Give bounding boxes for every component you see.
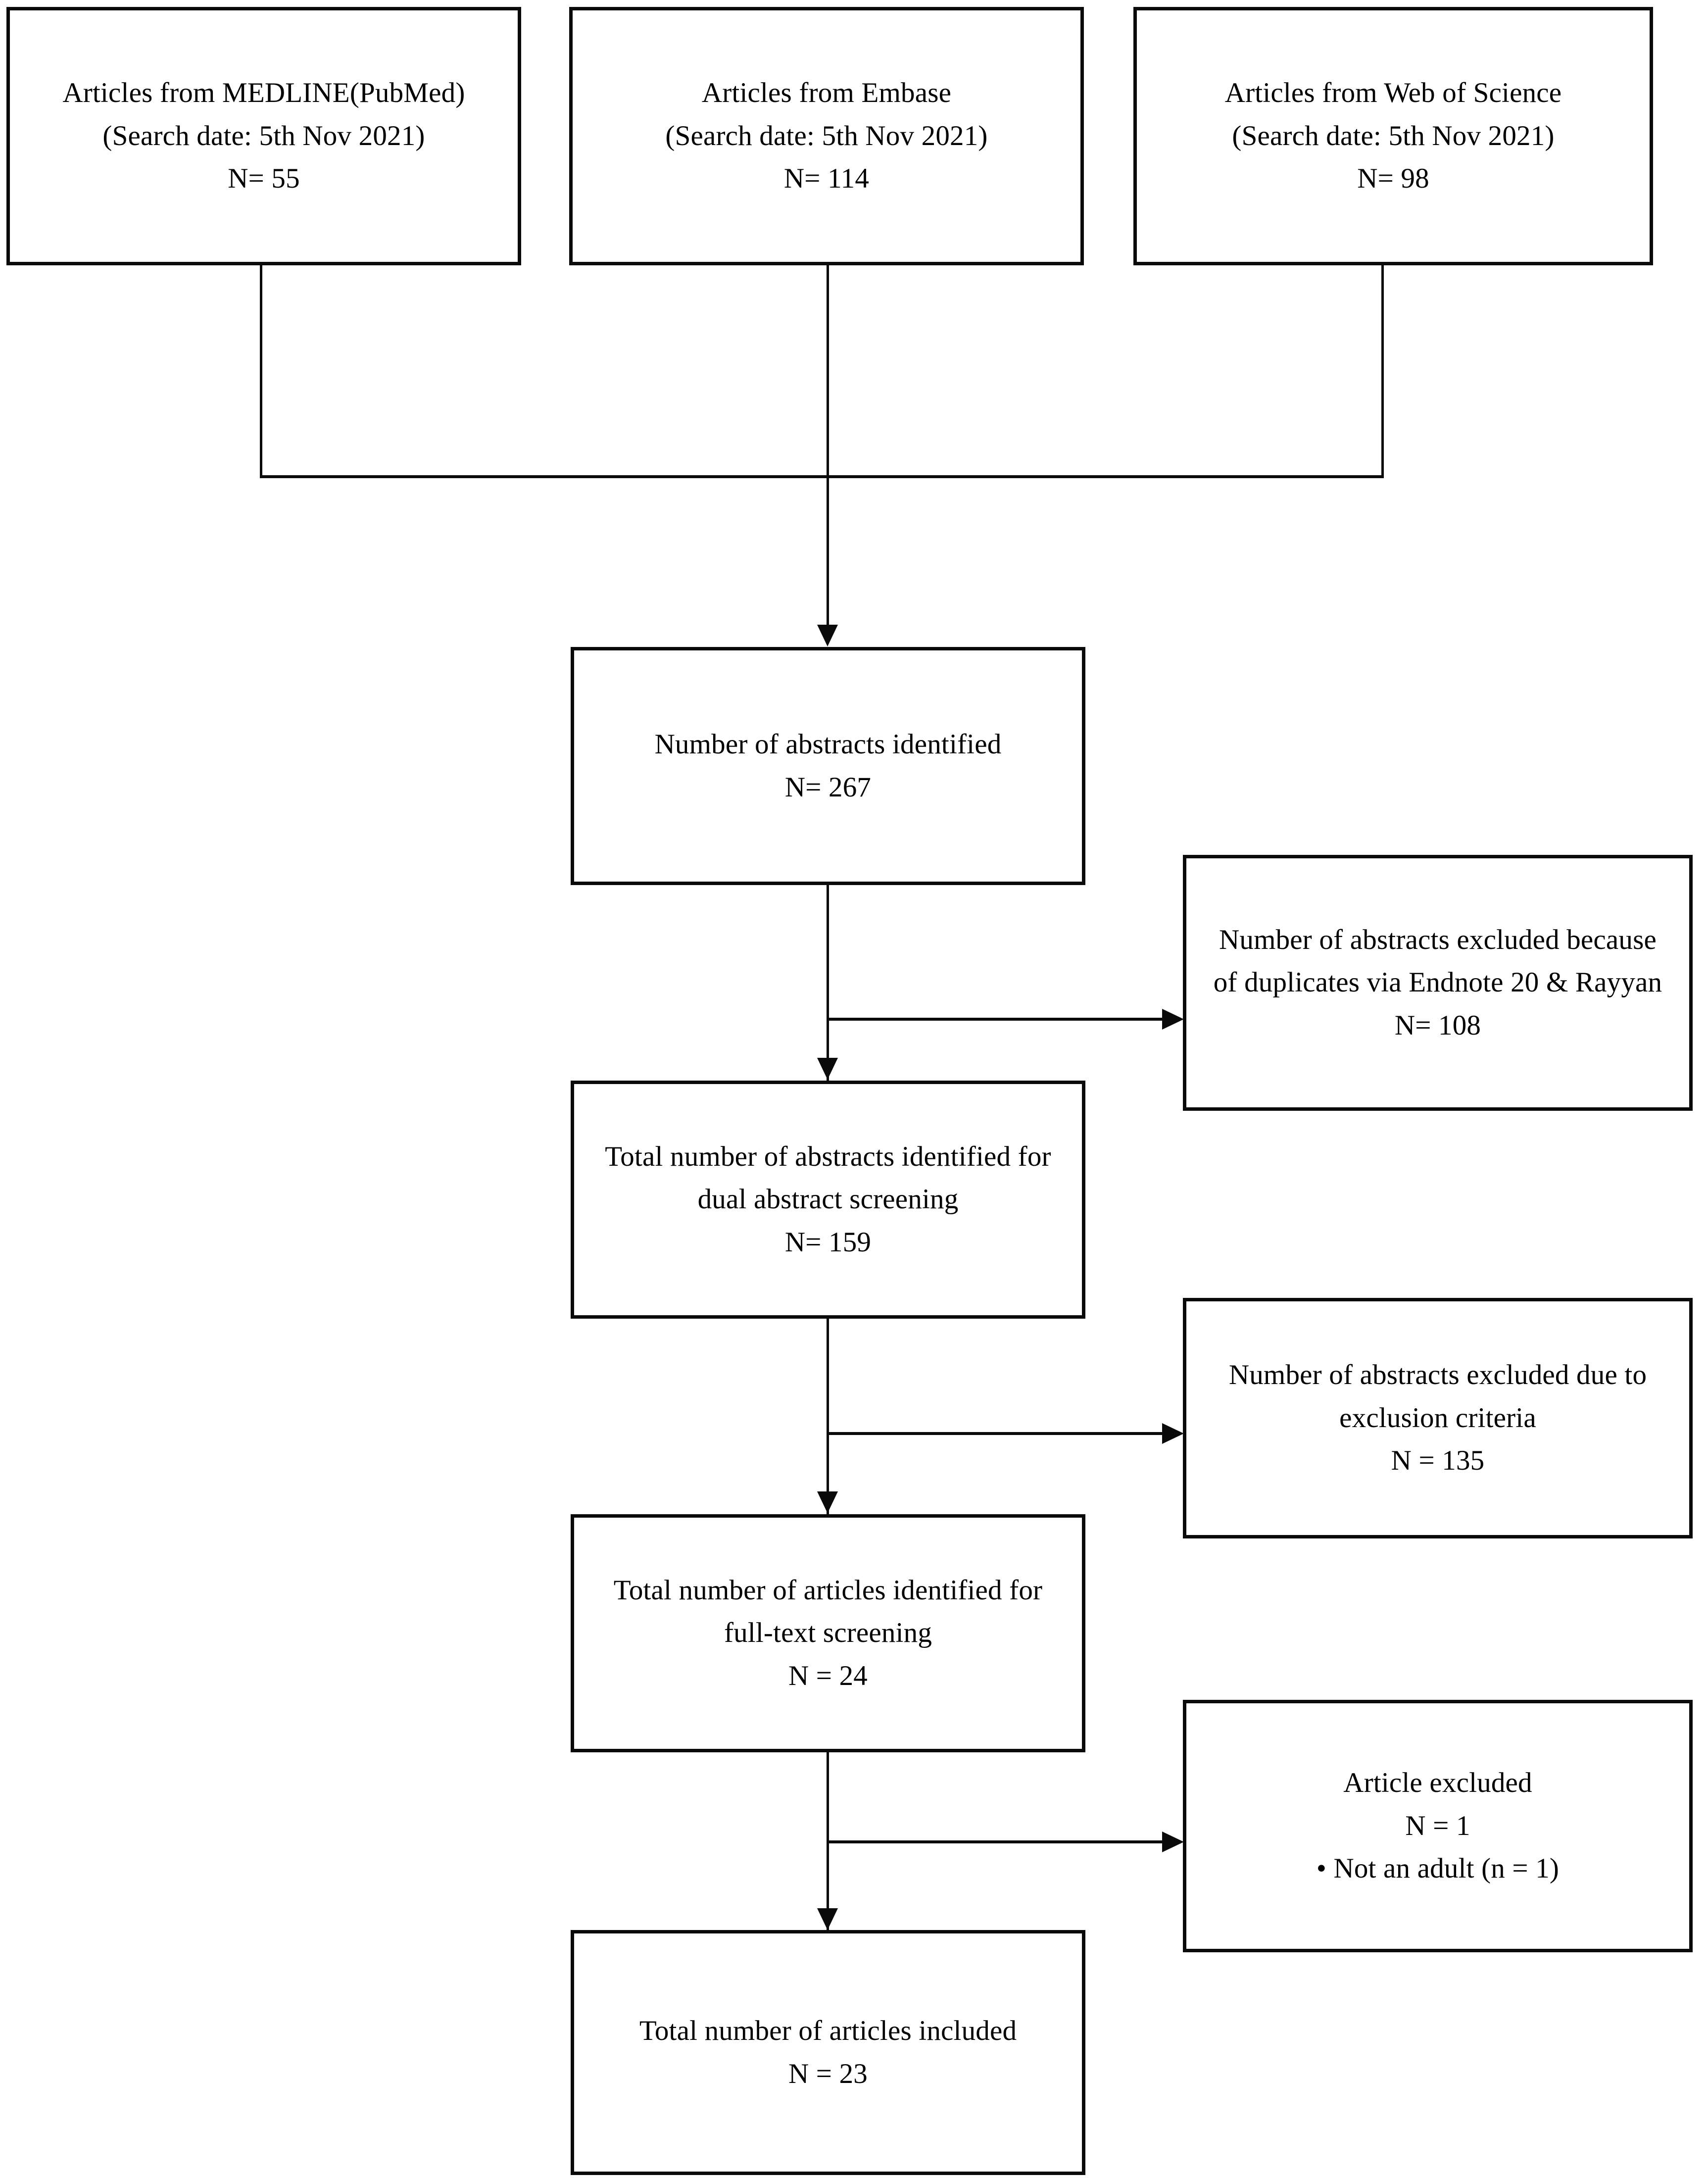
source-wos-line2: (Search date: 5th Nov 2021) bbox=[1232, 120, 1555, 151]
connector-merge-bar bbox=[260, 475, 1384, 478]
source-embase-line1: Articles from Embase bbox=[701, 77, 952, 109]
connector-identified-to-dual-stem bbox=[827, 885, 829, 1081]
exclusion-duplicates-line2: of duplicates via Endnote 20 & Rayyan bbox=[1213, 967, 1662, 998]
arrowhead-to-identified bbox=[817, 625, 838, 646]
source-wos-count: N= 98 bbox=[1357, 163, 1429, 195]
source-box-medline: Articles from MEDLINE(PubMed) (Search da… bbox=[6, 7, 521, 265]
source-embase-count: N= 114 bbox=[783, 163, 870, 195]
arrowhead-to-article-excluded bbox=[1162, 1832, 1184, 1852]
arrowhead-to-included bbox=[817, 1908, 838, 1930]
connector-wos-stem bbox=[1381, 265, 1384, 478]
connector-medline-stem bbox=[260, 265, 262, 478]
stage-included-count: N = 23 bbox=[788, 2058, 868, 2089]
arrowhead-to-fulltext bbox=[817, 1491, 838, 1513]
source-medline-line2: (Search date: 5th Nov 2021) bbox=[102, 120, 425, 151]
exclusion-box-exclusion-criteria: Number of abstracts excluded due to excl… bbox=[1183, 1298, 1693, 1538]
stage-fulltext-count: N = 24 bbox=[788, 1660, 868, 1691]
connector-merge-to-identified bbox=[827, 475, 829, 629]
exclusion-box-duplicates: Number of abstracts excluded because of … bbox=[1183, 855, 1693, 1111]
exclusion-article-count: N = 1 bbox=[1405, 1810, 1470, 1841]
stage-dual-line1: Total number of abstracts identified for bbox=[605, 1140, 1051, 1172]
stage-identified-count: N= 267 bbox=[784, 771, 872, 803]
source-medline-line1: Articles from MEDLINE(PubMed) bbox=[62, 77, 465, 109]
connector-dual-to-fulltext-stem bbox=[827, 1319, 829, 1514]
source-box-web-of-science: Articles from Web of Science (Search dat… bbox=[1133, 7, 1653, 265]
exclusion-criteria-line1: Number of abstracts excluded due to bbox=[1228, 1359, 1647, 1391]
exclusion-article-line1: Article excluded bbox=[1343, 1767, 1532, 1799]
source-box-embase: Articles from Embase (Search date: 5th N… bbox=[569, 7, 1084, 265]
exclusion-criteria-line2: exclusion criteria bbox=[1339, 1402, 1536, 1434]
stage-identified-line1: Number of abstracts identified bbox=[654, 728, 1002, 760]
stage-dual-count: N= 159 bbox=[784, 1226, 872, 1258]
stage-box-dual-abstract-screening: Total number of abstracts identified for… bbox=[571, 1081, 1085, 1319]
stage-box-full-text-screening: Total number of articles identified for … bbox=[571, 1514, 1085, 1752]
stage-box-abstracts-identified: Number of abstracts identified N= 267 bbox=[571, 647, 1085, 885]
stage-fulltext-line2: full-text screening bbox=[724, 1617, 932, 1649]
connector-fulltext-to-included-stem bbox=[827, 1752, 829, 1940]
connector-dual-to-exclusion-criteria bbox=[827, 1432, 1171, 1435]
stage-fulltext-line1: Total number of articles identified for bbox=[613, 1574, 1043, 1606]
connector-embase-stem bbox=[827, 265, 829, 478]
exclusion-duplicates-count: N= 108 bbox=[1394, 1009, 1481, 1041]
exclusion-box-article-excluded: Article excluded N = 1 • Not an adult (n… bbox=[1183, 1700, 1693, 1952]
stage-included-line1: Total number of articles included bbox=[639, 2015, 1017, 2046]
exclusion-article-reason: • Not an adult (n = 1) bbox=[1316, 1853, 1560, 1884]
source-wos-line1: Articles from Web of Science bbox=[1224, 77, 1562, 109]
source-embase-line2: (Search date: 5th Nov 2021) bbox=[665, 120, 988, 151]
stage-dual-line2: dual abstract screening bbox=[697, 1184, 959, 1215]
connector-fulltext-to-article-excluded bbox=[827, 1840, 1171, 1843]
arrowhead-to-duplicates bbox=[1162, 1009, 1184, 1030]
exclusion-duplicates-line1: Number of abstracts excluded because bbox=[1219, 924, 1657, 955]
source-medline-count: N= 55 bbox=[228, 163, 300, 195]
arrowhead-to-exclusion-criteria bbox=[1162, 1423, 1184, 1444]
exclusion-criteria-count: N = 135 bbox=[1391, 1445, 1485, 1477]
connector-identified-to-duplicates bbox=[827, 1018, 1171, 1021]
stage-box-articles-included: Total number of articles included N = 23 bbox=[571, 1930, 1085, 2175]
arrowhead-to-dual-screening bbox=[817, 1058, 838, 1080]
